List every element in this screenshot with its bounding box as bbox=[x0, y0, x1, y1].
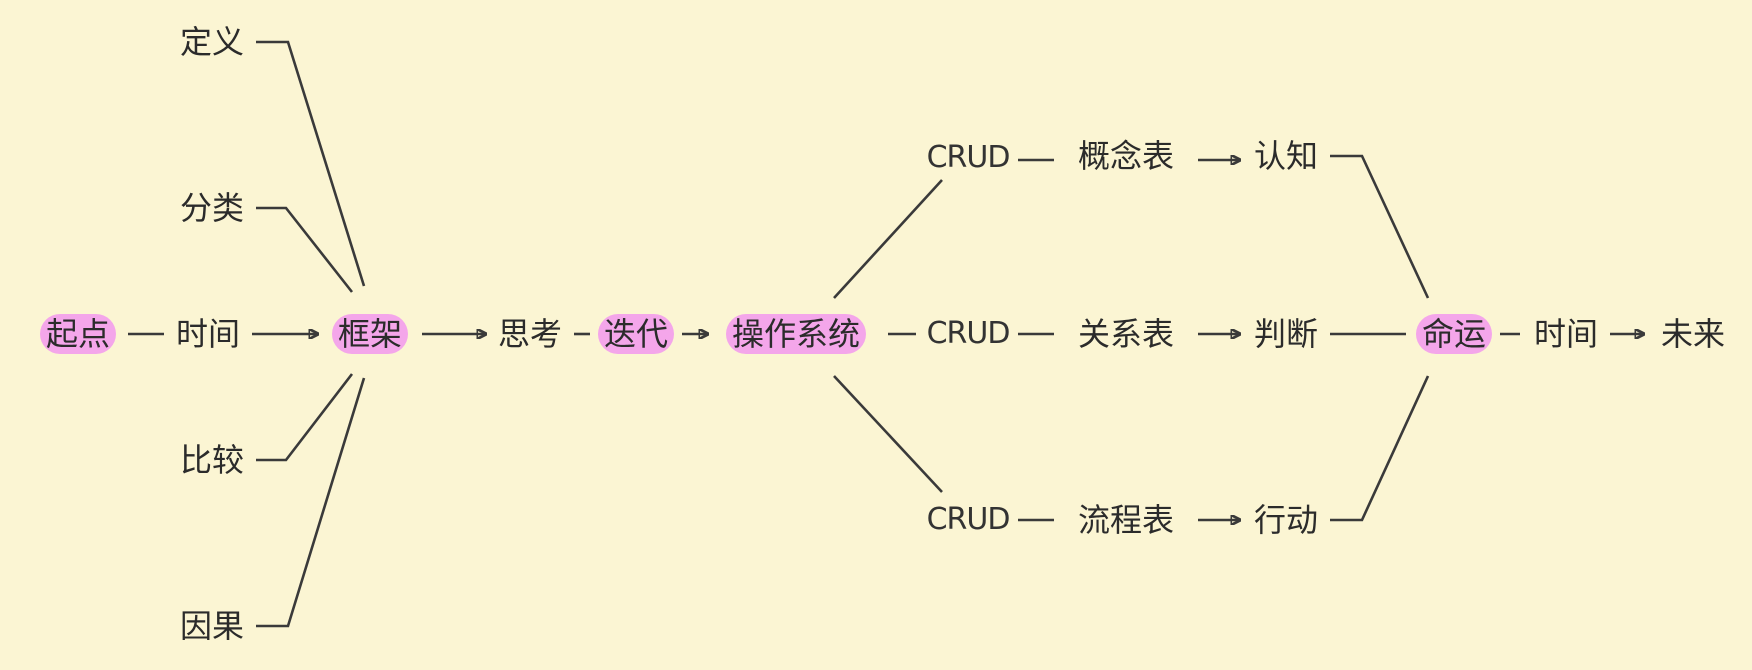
node-crud-mid: CRUD bbox=[926, 316, 1011, 351]
node-definition: 定义 bbox=[179, 23, 245, 61]
node-time-right: 时间 bbox=[1533, 315, 1599, 353]
link-os-crudtop bbox=[833, 179, 943, 299]
link-os-crudbottom bbox=[833, 375, 943, 493]
node-classification: 分类 bbox=[179, 189, 245, 227]
link-cognition-destiny bbox=[1330, 154, 1430, 299]
node-destiny: 命运 bbox=[1415, 314, 1493, 354]
node-crud-top: CRUD bbox=[926, 140, 1011, 175]
node-judgment: 判断 bbox=[1253, 315, 1319, 353]
node-time-left: 时间 bbox=[175, 315, 241, 353]
node-process-table: 流程表 bbox=[1077, 501, 1175, 539]
node-crud-bottom: CRUD bbox=[926, 502, 1011, 537]
node-causality: 因果 bbox=[179, 607, 245, 645]
link-causality bbox=[256, 377, 366, 628]
node-comparison: 比较 bbox=[179, 441, 245, 479]
node-operating-system: 操作系统 bbox=[725, 314, 867, 354]
node-thinking: 思考 bbox=[497, 315, 563, 353]
node-cognition: 认知 bbox=[1253, 137, 1319, 175]
node-concept-table: 概念表 bbox=[1077, 137, 1175, 175]
node-start: 起点 bbox=[39, 314, 117, 354]
node-relation-table: 关系表 bbox=[1077, 315, 1175, 353]
link-action-destiny bbox=[1330, 375, 1430, 522]
link-comparison bbox=[256, 373, 354, 462]
node-iteration: 迭代 bbox=[597, 314, 675, 354]
node-action: 行动 bbox=[1253, 501, 1319, 539]
node-framework: 框架 bbox=[331, 314, 409, 354]
link-classification bbox=[256, 206, 354, 293]
link-definition bbox=[256, 40, 366, 287]
node-future: 未来 bbox=[1660, 315, 1726, 353]
